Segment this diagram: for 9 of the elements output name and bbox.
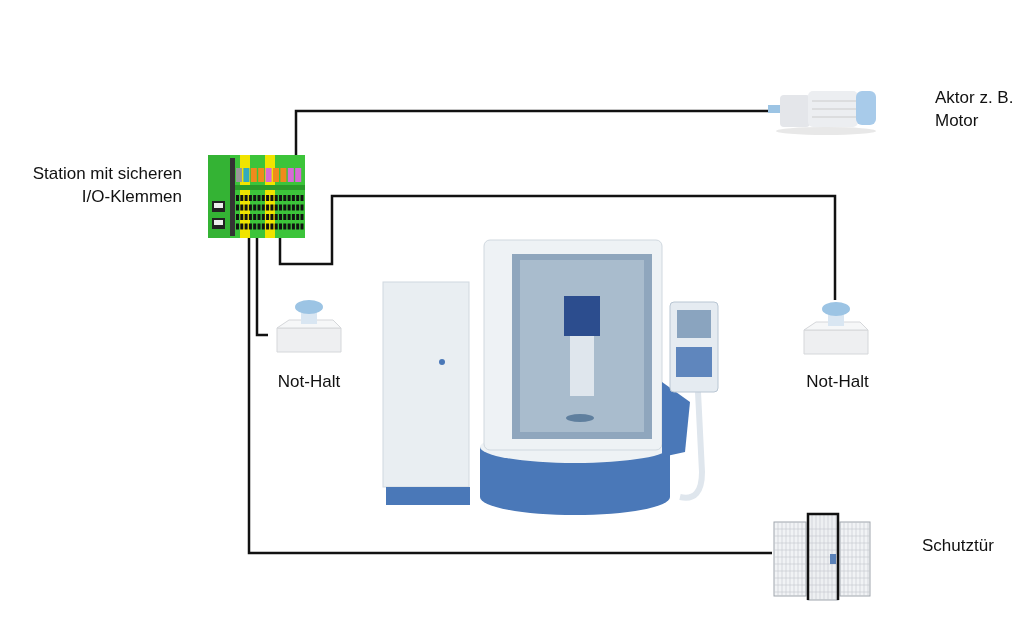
device-label: Not-Halt — [805, 371, 870, 393]
cable-line — [278, 194, 837, 300]
device-label: Aktor z. B. Motor — [935, 87, 1015, 132]
device-label: Not-Halt — [276, 371, 342, 393]
cable-line — [255, 238, 268, 337]
cable-line — [294, 109, 768, 155]
cable-line — [247, 238, 772, 555]
device-label: Station mit sicheren I/O-Klemmen — [31, 163, 182, 208]
device-label: Schutztür — [922, 535, 995, 557]
